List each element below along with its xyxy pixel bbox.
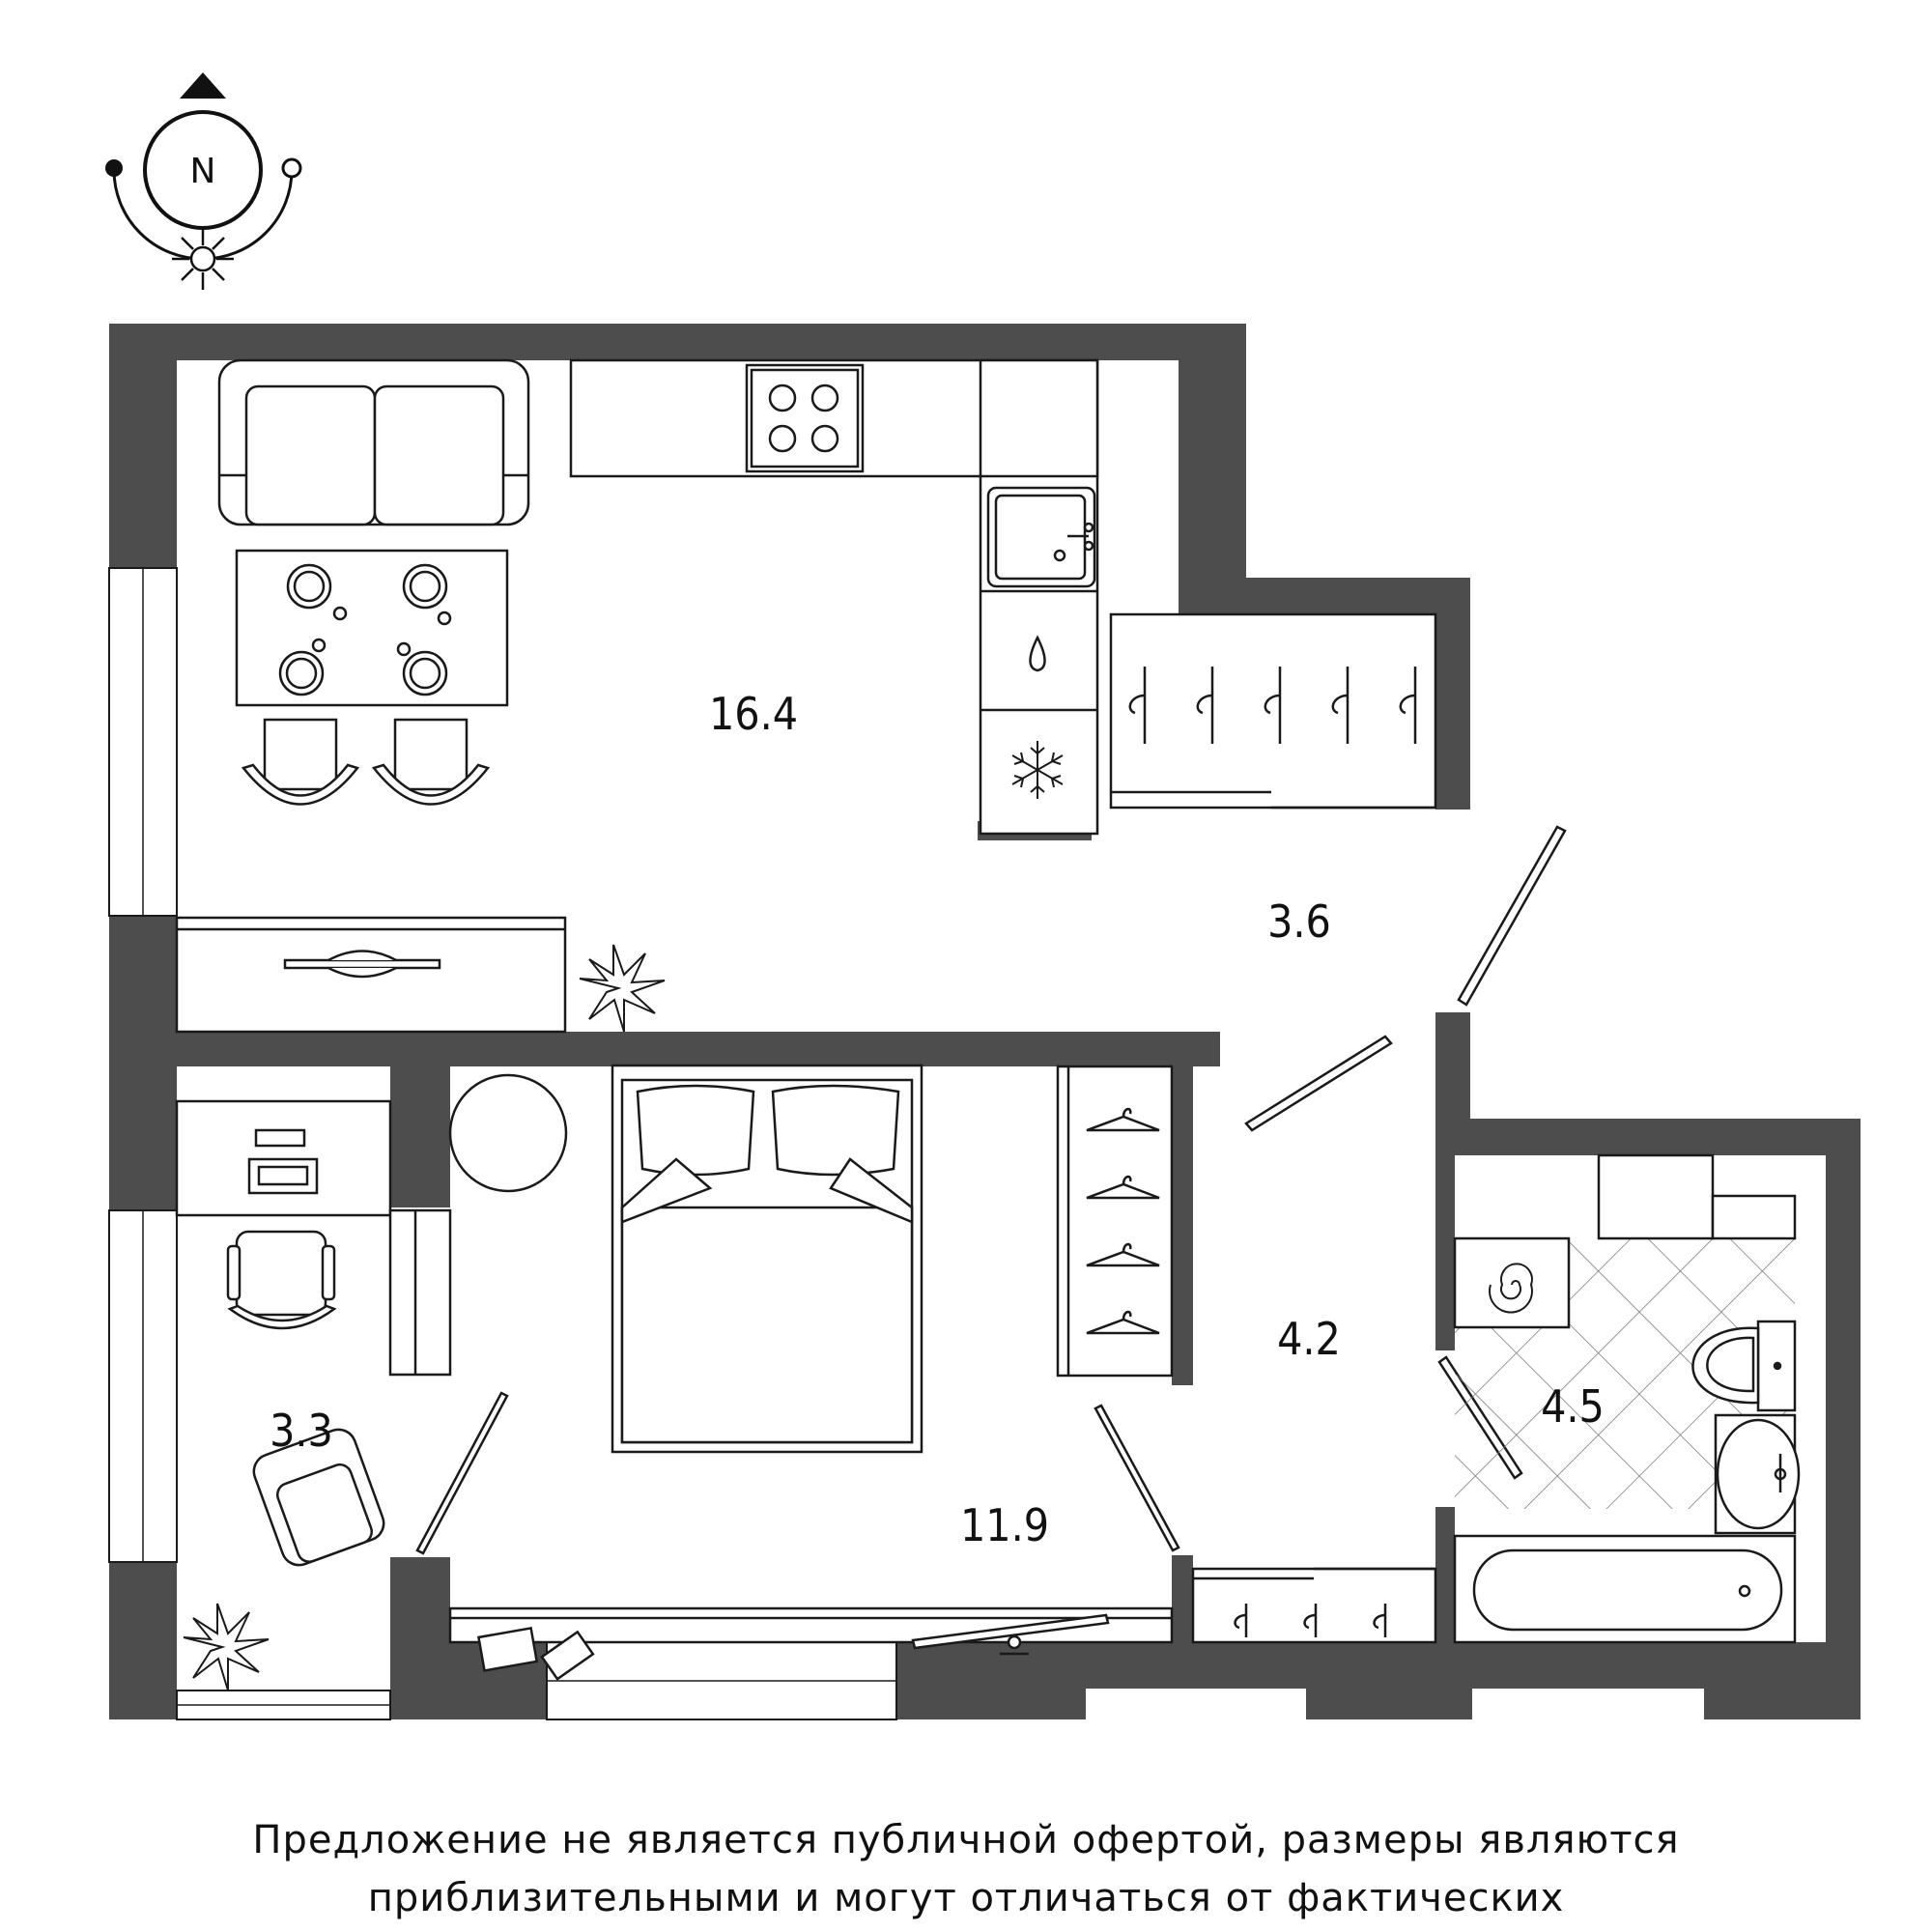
hanger-icon	[1303, 1604, 1318, 1637]
sun-icon	[172, 228, 234, 290]
living-furniture	[175, 358, 1099, 1034]
wall-top	[109, 324, 1246, 360]
wall-bath-top	[1435, 1119, 1861, 1155]
walls	[109, 324, 1861, 1719]
wall-bottom-f	[1306, 1689, 1472, 1719]
bedroom-furniture	[448, 1064, 1174, 1681]
wall-interior-living-bottom	[109, 1032, 1220, 1066]
dining-table-icon	[235, 549, 509, 707]
room-area-kitchen-living: 16.4	[709, 688, 798, 740]
hanger-icon	[1128, 667, 1147, 744]
door-bedroom	[1094, 1404, 1180, 1552]
study-furniture	[175, 1099, 452, 1691]
toilet-icon	[1691, 1320, 1797, 1412]
room-area-bathroom: 4.5	[1541, 1380, 1605, 1433]
water-drop-icon	[1029, 635, 1046, 672]
desk-icon	[448, 1606, 1174, 1681]
plant-icon	[579, 944, 666, 1033]
bathroom	[1453, 1153, 1801, 1644]
water-heater-icon	[1453, 1236, 1571, 1329]
sofa-icon	[217, 358, 530, 526]
room-labels: 16.4 3.6 4.2 11.9 3.3 4.5	[270, 688, 1605, 1551]
round-table-icon	[448, 1073, 568, 1193]
washbasin-icon	[1714, 1413, 1801, 1535]
wall-left-top	[109, 324, 177, 568]
stove-icon	[745, 363, 865, 473]
kitchen-counter-right	[979, 358, 1099, 836]
wall-right	[1826, 1119, 1861, 1719]
hanger-icon	[1086, 1175, 1160, 1200]
wall-hall-right	[1435, 1012, 1455, 1350]
hanger-icon	[1331, 667, 1350, 744]
door-entrance	[1457, 825, 1567, 1007]
sunset-marker-icon	[281, 157, 302, 179]
hanger-icon	[1373, 1604, 1387, 1637]
wall-corridor-top	[1179, 578, 1470, 614]
bathroom-shelf-right	[1711, 1194, 1797, 1240]
disclaimer-line-2: приблизительными и могут отличаться от ф…	[367, 1876, 1565, 1920]
room-area-study: 3.3	[270, 1405, 333, 1457]
bed-icon	[611, 1064, 923, 1454]
compass-north-letter: N	[190, 152, 216, 191]
disclaimer-line-1: Предложение не является публичной оферто…	[252, 1818, 1680, 1862]
room-area-bedroom: 11.9	[960, 1499, 1049, 1551]
tv-stand-icon	[175, 916, 567, 1034]
wall-bottom-b	[390, 1557, 450, 1719]
snowflake-icon	[1011, 741, 1064, 799]
wall-study-right	[390, 1066, 450, 1208]
hanger-icon	[1399, 667, 1417, 744]
wall-bedroom-right-low	[1172, 1555, 1193, 1642]
wall-bottom-a	[109, 1690, 177, 1719]
hall-wardrobe	[1191, 1567, 1437, 1644]
dining-chair-icon	[371, 718, 491, 806]
door-hall	[1244, 1035, 1393, 1132]
doors	[415, 825, 1567, 1555]
wall-bottom-g	[1704, 1689, 1861, 1719]
wall-top-right	[1179, 324, 1246, 578]
bathroom-shelf	[1597, 1153, 1715, 1240]
hanger-icon	[1086, 1242, 1160, 1267]
wall-hall-right-low	[1435, 1507, 1455, 1642]
study-desk-icon	[175, 1099, 392, 1217]
hanger-icon	[1086, 1107, 1160, 1132]
wall-bottom-e	[896, 1689, 1086, 1719]
hanger-icon	[1196, 667, 1214, 744]
study-cabinet	[388, 1208, 452, 1377]
room-area-hall: 4.2	[1277, 1313, 1341, 1365]
plant-icon	[183, 1603, 270, 1691]
bedroom-wardrobe	[1056, 1065, 1174, 1378]
dining-chair-icon	[241, 718, 360, 806]
armchair-icon	[252, 1428, 385, 1567]
windows	[108, 567, 897, 1720]
north-arrow-icon	[180, 72, 226, 99]
sunrise-marker-icon	[105, 159, 123, 177]
room-area-corridor: 3.6	[1267, 895, 1331, 948]
wall-bedroom-right	[1172, 1066, 1193, 1385]
bathtub-icon	[1453, 1534, 1797, 1644]
study-chair-icon	[226, 1230, 337, 1330]
wall-corridor-right	[1435, 578, 1470, 810]
wall-bottom-d	[896, 1642, 1861, 1689]
disclaimer: Предложение не является публичной оферто…	[0, 1811, 1932, 1927]
hanger-icon	[1234, 1604, 1248, 1637]
compass: N	[105, 72, 302, 290]
hanger-icon	[1086, 1310, 1160, 1335]
door-study	[415, 1391, 509, 1555]
sink-icon	[986, 486, 1096, 588]
corridor-wardrobe	[1109, 612, 1437, 810]
hanger-icon	[1264, 667, 1282, 744]
